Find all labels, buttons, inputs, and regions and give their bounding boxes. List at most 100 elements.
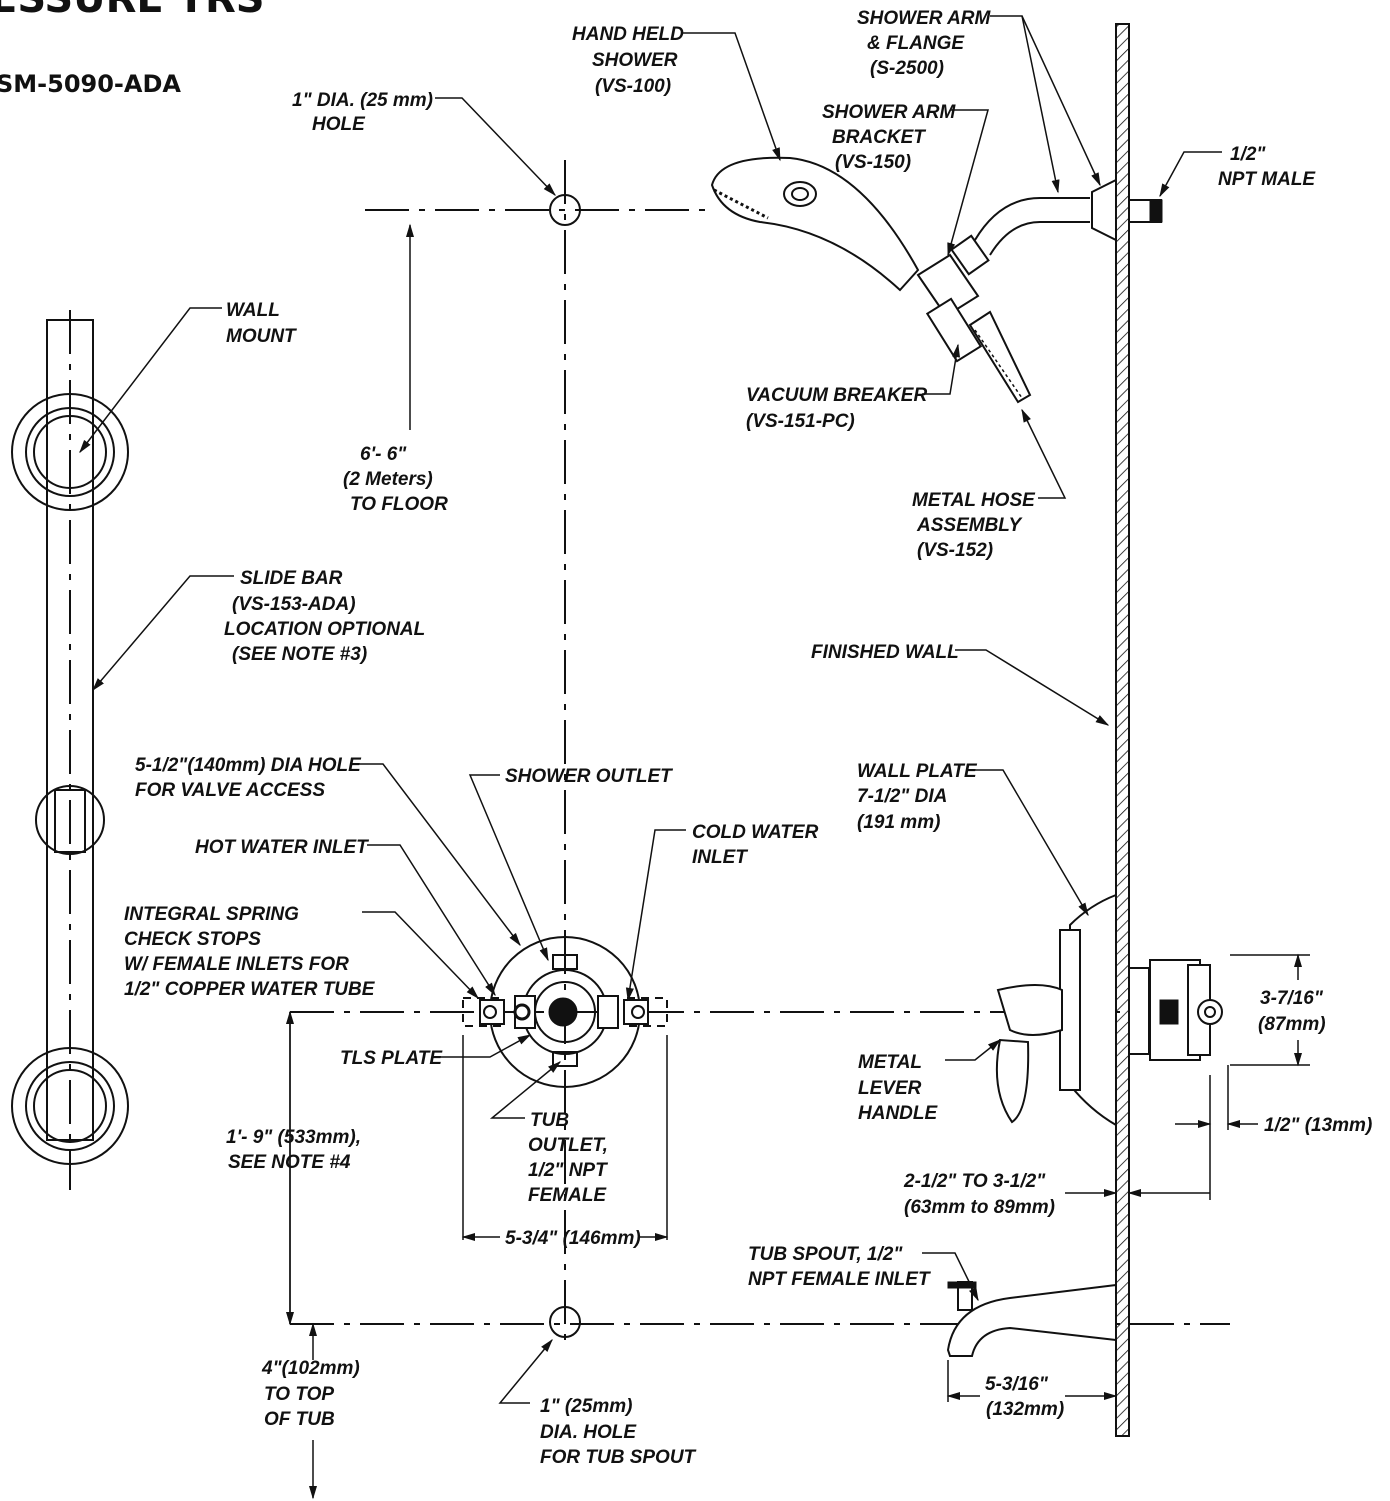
- svg-text:FEMALE: FEMALE: [528, 1185, 607, 1206]
- slide-bar: [11, 319, 129, 1165]
- tub-spout: [946, 1281, 1117, 1357]
- hole-tub-spout: [549, 1306, 581, 1338]
- svg-text:FINISHED WALL: FINISHED WALL: [811, 642, 959, 663]
- svg-text:4"(102mm): 4"(102mm): [261, 1358, 360, 1379]
- svg-text:(VS-150): (VS-150): [835, 152, 911, 173]
- label-hand-held-shower: HAND HELD SHOWER (VS-100): [572, 24, 684, 97]
- svg-text:METAL: METAL: [858, 1052, 922, 1073]
- svg-text:6'- 6": 6'- 6": [360, 444, 407, 465]
- svg-text:ASSEMBLY: ASSEMBLY: [916, 515, 1023, 536]
- svg-text:5-3/4" (146mm): 5-3/4" (146mm): [505, 1228, 641, 1249]
- svg-text:(VS-151-PC): (VS-151-PC): [746, 411, 855, 432]
- svg-text:SHOWER ARM: SHOWER ARM: [822, 102, 957, 123]
- svg-text:BRACKET: BRACKET: [832, 127, 926, 148]
- svg-text:HANDLE: HANDLE: [858, 1103, 938, 1124]
- svg-text:SHOWER ARM: SHOWER ARM: [857, 8, 992, 29]
- svg-text:WALL PLATE: WALL PLATE: [857, 761, 978, 782]
- label-tub-spout: TUB SPOUT, 1/2" NPT FEMALE INLET: [748, 1244, 931, 1290]
- svg-text:(132mm): (132mm): [986, 1399, 1064, 1420]
- svg-text:TUB: TUB: [530, 1110, 569, 1131]
- svg-text:SHOWER OUTLET: SHOWER OUTLET: [505, 766, 673, 787]
- svg-text:TO FLOOR: TO FLOOR: [350, 494, 448, 515]
- label-dim-3-7-16: 3-7/16" (87mm): [1258, 988, 1326, 1035]
- label-dim-half-inch: 1/2" (13mm): [1264, 1115, 1372, 1136]
- svg-text:5-1/2"(140mm) DIA HOLE: 5-1/2"(140mm) DIA HOLE: [135, 755, 362, 776]
- dimensions: [285, 223, 1310, 1500]
- svg-text:SLIDE BAR: SLIDE BAR: [240, 568, 343, 589]
- svg-text:1" (25mm): 1" (25mm): [540, 1396, 632, 1417]
- shower-arm-assembly: [710, 156, 1163, 404]
- svg-text:& FLANGE: & FLANGE: [867, 33, 965, 54]
- label-hole-top: 1" DIA. (25 mm) HOLE: [292, 90, 433, 135]
- svg-text:VACUUM BREAKER: VACUUM BREAKER: [746, 385, 927, 406]
- svg-text:(SEE NOTE #3): (SEE NOTE #3): [232, 644, 367, 665]
- model-number: SM-5090-ADA: [0, 70, 181, 98]
- label-dim-4: 4"(102mm) TO TOP OF TUB: [261, 1358, 360, 1430]
- label-npt-male: 1/2" NPT MALE: [1218, 144, 1316, 190]
- svg-text:DIA. HOLE: DIA. HOLE: [540, 1422, 637, 1443]
- svg-text:SHOWER: SHOWER: [592, 50, 678, 71]
- svg-text:1/2" (13mm): 1/2" (13mm): [1264, 1115, 1372, 1136]
- label-shower-arm-bracket: SHOWER ARM BRACKET (VS-150): [822, 102, 957, 173]
- svg-text:(S-2500): (S-2500): [870, 58, 944, 79]
- label-lever-handle: METAL LEVER HANDLE: [858, 1052, 938, 1124]
- label-valve-hole: 5-1/2"(140mm) DIA HOLE FOR VALVE ACCESS: [135, 755, 362, 801]
- svg-text:(VS-153-ADA): (VS-153-ADA): [232, 594, 356, 615]
- svg-text:2-1/2" TO 3-1/2": 2-1/2" TO 3-1/2": [903, 1171, 1046, 1192]
- svg-text:1/2": 1/2": [1230, 144, 1266, 165]
- svg-text:(87mm): (87mm): [1258, 1014, 1326, 1035]
- svg-text:1/2" NPT: 1/2" NPT: [528, 1160, 608, 1181]
- svg-text:OUTLET,: OUTLET,: [528, 1135, 608, 1156]
- svg-text:5-3/16": 5-3/16": [985, 1374, 1049, 1395]
- svg-text:CHECK STOPS: CHECK STOPS: [124, 929, 261, 950]
- svg-text:TO TOP: TO TOP: [264, 1384, 334, 1405]
- label-tls-plate: TLS PLATE: [340, 1048, 443, 1069]
- svg-text:1/2" COPPER WATER TUBE: 1/2" COPPER WATER TUBE: [124, 979, 376, 1000]
- svg-text:METAL HOSE: METAL HOSE: [912, 490, 1036, 511]
- valve-side-view: [995, 893, 1223, 1127]
- title-block: ESSURE TRS SM-5090-ADA: [0, 0, 265, 98]
- label-vacuum-breaker: VACUUM BREAKER (VS-151-PC): [746, 385, 927, 432]
- svg-text:COLD WATER: COLD WATER: [692, 822, 819, 843]
- hole-top: [549, 194, 581, 226]
- label-slide-bar: SLIDE BAR (VS-153-ADA) LOCATION OPTIONAL…: [224, 568, 425, 665]
- svg-text:3-7/16": 3-7/16": [1260, 988, 1324, 1009]
- label-floor-height: 6'- 6" (2 Meters) TO FLOOR: [343, 444, 448, 515]
- leader-lines: [79, 15, 1222, 1404]
- svg-text:INTEGRAL SPRING: INTEGRAL SPRING: [124, 904, 299, 925]
- svg-text:OF TUB: OF TUB: [264, 1409, 335, 1430]
- title-fragment: ESSURE TRS: [0, 0, 265, 22]
- svg-text:WALL: WALL: [226, 300, 280, 321]
- finished-wall: [1115, 23, 1130, 1437]
- svg-text:(VS-152): (VS-152): [917, 540, 993, 561]
- label-hot-water-inlet: HOT WATER INLET: [195, 837, 369, 858]
- svg-text:NPT FEMALE INLET: NPT FEMALE INLET: [748, 1269, 931, 1290]
- svg-text:TLS PLATE: TLS PLATE: [340, 1048, 443, 1069]
- svg-text:HOLE: HOLE: [312, 114, 366, 135]
- svg-text:TUB SPOUT, 1/2": TUB SPOUT, 1/2": [748, 1244, 903, 1265]
- label-hole-tub-spout: 1" (25mm) DIA. HOLE FOR TUB SPOUT: [540, 1396, 697, 1468]
- svg-text:LEVER: LEVER: [858, 1078, 922, 1099]
- svg-text:INLET: INLET: [692, 847, 748, 868]
- label-check-stops: INTEGRAL SPRING CHECK STOPS W/ FEMALE IN…: [124, 904, 376, 1000]
- label-tub-outlet: TUB OUTLET, 1/2" NPT FEMALE: [528, 1110, 608, 1206]
- svg-text:(VS-100): (VS-100): [595, 76, 671, 97]
- label-wall-mount: WALL MOUNT: [226, 300, 297, 347]
- label-dim-depth: 2-1/2" TO 3-1/2" (63mm to 89mm): [903, 1171, 1055, 1218]
- svg-text:1'- 9" (533mm),: 1'- 9" (533mm),: [226, 1127, 361, 1148]
- svg-text:HOT WATER INLET: HOT WATER INLET: [195, 837, 369, 858]
- svg-text:LOCATION OPTIONAL: LOCATION OPTIONAL: [224, 619, 425, 640]
- valve-front-view: [462, 936, 668, 1088]
- label-dim-5-3-16: 5-3/16" (132mm): [985, 1374, 1064, 1420]
- label-cold-water-inlet: COLD WATER INLET: [692, 822, 819, 868]
- svg-text:(191 mm): (191 mm): [857, 812, 940, 833]
- svg-text:FOR VALVE ACCESS: FOR VALVE ACCESS: [135, 780, 325, 801]
- svg-text:(2 Meters): (2 Meters): [343, 469, 433, 490]
- label-dim-5-3-4: 5-3/4" (146mm): [505, 1228, 641, 1249]
- svg-text:FOR TUB SPOUT: FOR TUB SPOUT: [540, 1447, 697, 1468]
- label-wall-plate: WALL PLATE 7-1/2" DIA (191 mm): [857, 761, 978, 833]
- label-finished-wall: FINISHED WALL: [811, 642, 959, 663]
- svg-text:SEE NOTE #4: SEE NOTE #4: [228, 1152, 351, 1173]
- label-shower-outlet: SHOWER OUTLET: [505, 766, 673, 787]
